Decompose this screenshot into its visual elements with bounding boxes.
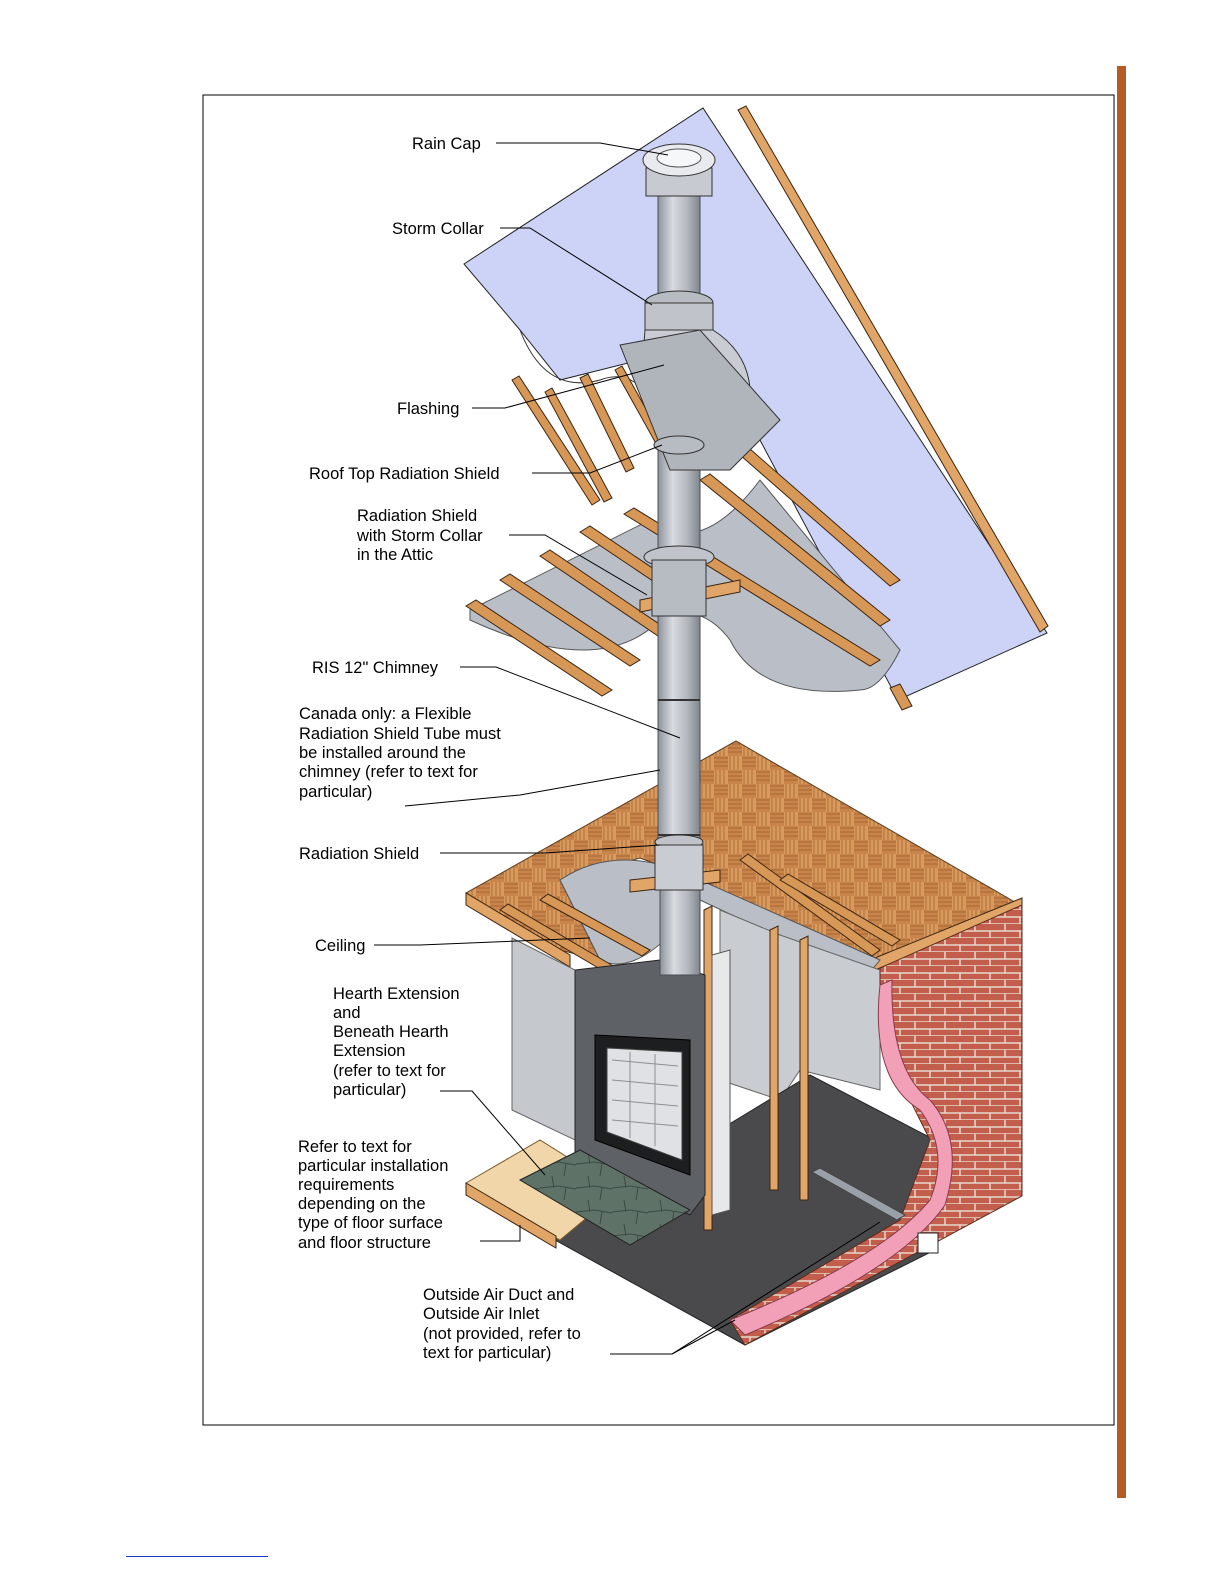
leader-ceiling xyxy=(374,937,591,946)
rain-cap xyxy=(642,143,716,197)
attic-joist xyxy=(465,599,613,697)
storm-collar-band xyxy=(644,302,714,332)
firebox-interior xyxy=(606,1047,683,1161)
leader-lines xyxy=(374,142,881,1355)
flashing xyxy=(619,329,781,471)
label-chimney: RIS 12" Chimney xyxy=(312,659,439,677)
leader-outside-air-2 xyxy=(671,1319,736,1355)
attic-joist xyxy=(499,573,641,667)
label-floor-note: Refer to text for particular installatio… xyxy=(298,1138,453,1252)
leader-radiation-shield xyxy=(440,844,661,854)
outside-air-duct xyxy=(810,1167,939,1254)
rafter xyxy=(579,373,635,473)
footer-link-underline[interactable] xyxy=(126,1556,268,1557)
ceiling-joist xyxy=(739,853,881,957)
label-flashing: Flashing xyxy=(397,400,459,418)
fireplace-unit xyxy=(518,949,731,1246)
leader-roof-top-shield xyxy=(532,444,663,474)
label-outside-air: Outside Air Duct and Outside Air Inlet (… xyxy=(423,1286,585,1362)
side-drywall-panel xyxy=(511,937,576,1141)
roof-top-radiation-shield xyxy=(653,435,705,455)
leader-hearth xyxy=(440,1090,546,1176)
ceiling-radiation-shield xyxy=(654,834,704,891)
stud xyxy=(799,935,809,1201)
ceiling-joist xyxy=(779,873,901,947)
leader-rain-cap xyxy=(496,142,669,156)
leader-flashing xyxy=(472,364,665,409)
label-storm-collar: Storm Collar xyxy=(392,220,484,238)
room-structure xyxy=(465,904,1023,1346)
fireplace-side-panel xyxy=(711,949,731,1216)
leader-canada-note xyxy=(404,769,661,807)
label-canada-note: Canada only: a Flexible Radiation Shield… xyxy=(299,705,505,801)
attic-shield-body xyxy=(651,559,707,617)
hearth-extension-stone xyxy=(518,1149,692,1246)
leader-attic-shield xyxy=(509,534,648,596)
label-ceiling: Ceiling xyxy=(315,937,365,955)
stud xyxy=(769,925,779,1191)
ceiling-joist xyxy=(539,893,651,957)
firebox-brick-pattern xyxy=(611,1052,679,1146)
label-radiation-shield: Radiation Shield xyxy=(299,845,419,863)
air-duct-flex xyxy=(810,1167,906,1221)
diagram-frame xyxy=(202,94,1115,1426)
label-hearth: Hearth Extension and Beneath Hearth Exte… xyxy=(333,985,464,1099)
leader-storm-collar xyxy=(500,227,653,306)
attic-radiation-shield xyxy=(643,545,715,617)
label-roof-top-radiation-shield: Roof Top Radiation Shield xyxy=(309,465,500,483)
label-rain-cap: Rain Cap xyxy=(412,135,481,153)
rafter xyxy=(544,387,613,503)
storm-collar xyxy=(644,290,714,332)
ceiling-shield-body xyxy=(654,844,704,891)
pink-insulation-strip xyxy=(729,979,953,1336)
subfloor-rim xyxy=(465,1182,557,1249)
label-attic-shield: Radiation Shield with Storm Collar in th… xyxy=(356,507,487,564)
outside-air-inlet xyxy=(917,1232,939,1254)
labels: Rain Cap Storm Collar Flashing Roof Top … xyxy=(298,135,585,1362)
rain-cap-top-inner xyxy=(656,148,702,168)
rafter-end xyxy=(889,683,913,711)
leader-chimney xyxy=(460,666,681,739)
roof-fascia-board xyxy=(737,105,1049,633)
page-edge-bar xyxy=(1117,66,1126,1498)
leader-floor xyxy=(480,1225,521,1242)
attic-joist xyxy=(699,473,891,627)
